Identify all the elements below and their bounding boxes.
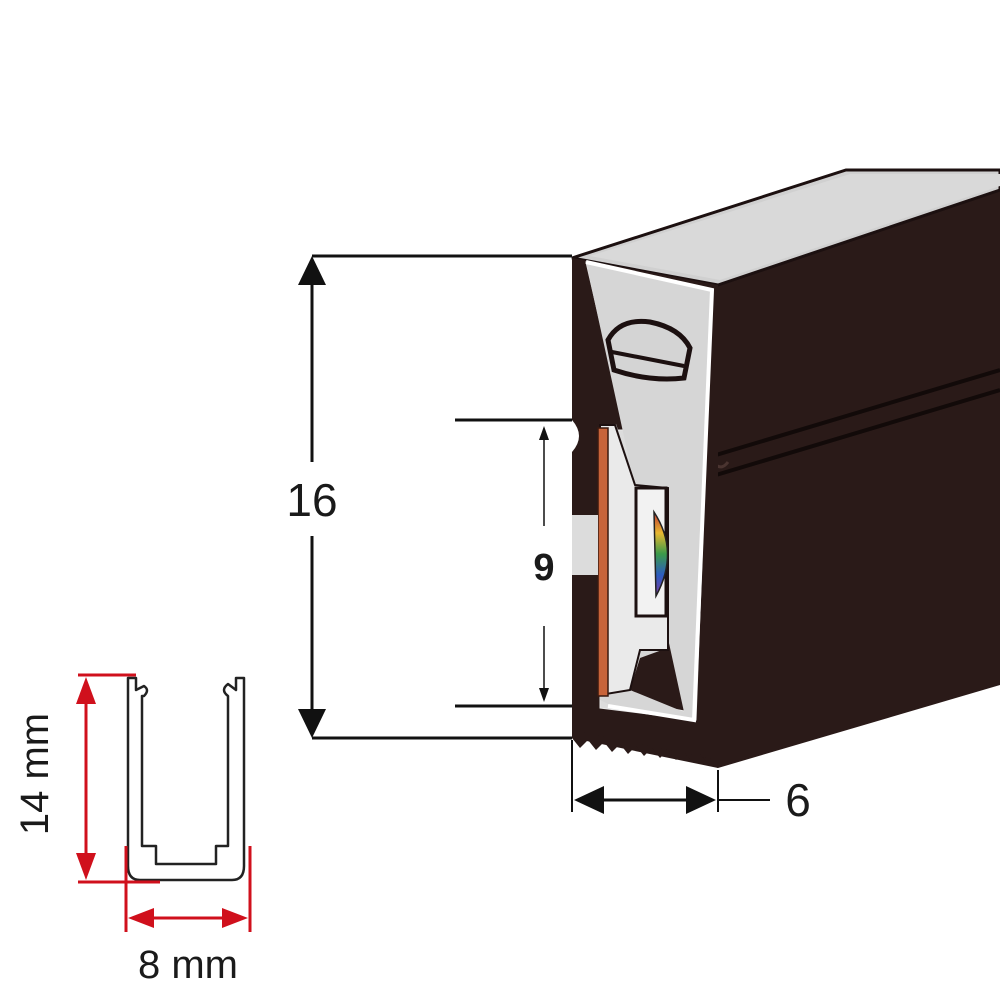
clip-height-label: 14 mm xyxy=(13,713,57,835)
dimension-height-inner: 9 xyxy=(455,418,572,708)
clip-dimension-width: 8 mm xyxy=(124,846,252,987)
dim-height-inner-label: 9 xyxy=(533,547,554,589)
dimension-width-outer: 6 xyxy=(571,740,811,826)
dimension-height-outer: 16 xyxy=(286,254,572,740)
silicone-profile-3d xyxy=(571,168,1000,768)
profile-side-groove xyxy=(715,368,1000,477)
clip-dimension-height: 14 mm xyxy=(13,673,160,884)
dim-height-outer-label: 16 xyxy=(286,474,337,526)
led-pcb-strip xyxy=(597,427,609,697)
led-chip-lens xyxy=(653,509,669,599)
profile-side-face xyxy=(718,190,1000,768)
mounting-clip xyxy=(126,676,246,882)
clip-width-label: 8 mm xyxy=(138,943,238,987)
mounting-clip-outline xyxy=(126,676,246,882)
profile-serrated-base xyxy=(572,730,718,768)
dim-width-outer-label: 6 xyxy=(785,774,811,826)
